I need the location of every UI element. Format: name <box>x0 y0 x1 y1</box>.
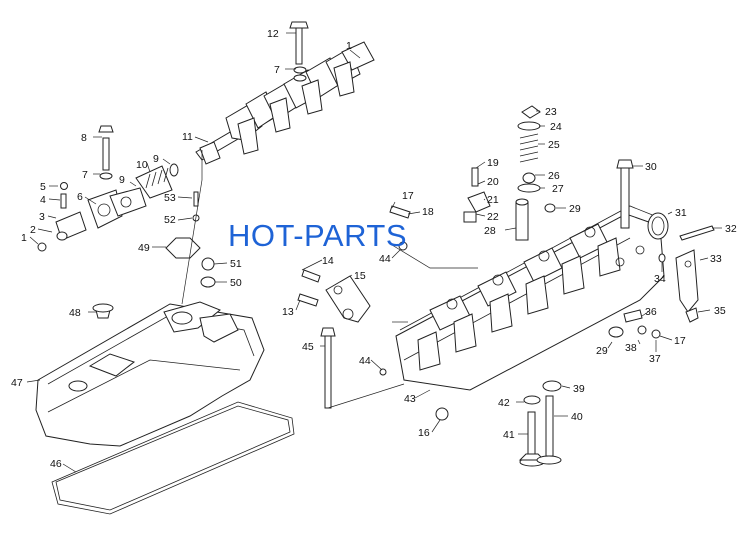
callout-35: 35 <box>714 305 726 317</box>
callout-42: 42 <box>498 397 510 409</box>
callout-9-upper: 9 <box>153 153 159 165</box>
callout-44-upper: 44 <box>379 253 391 265</box>
valve-spring-parts <box>389 105 556 251</box>
callout-18: 18 <box>422 206 434 218</box>
callout-17-left: 17 <box>402 190 414 202</box>
callout-9-lower: 9 <box>119 174 125 186</box>
callout-34: 34 <box>654 273 666 285</box>
valve-cover-gasket <box>51 401 295 515</box>
callout-2: 2 <box>30 224 36 236</box>
callout-37: 37 <box>649 353 661 365</box>
callout-13: 13 <box>282 306 294 318</box>
callout-4: 4 <box>40 194 46 206</box>
callout-33: 33 <box>710 253 722 265</box>
callout-36: 36 <box>645 306 657 318</box>
callout-49: 49 <box>138 242 150 254</box>
callout-6: 6 <box>77 191 83 203</box>
callout-12: 12 <box>267 28 279 40</box>
callout-47: 47 <box>11 377 23 389</box>
callout-19: 19 <box>487 157 499 169</box>
callout-15: 15 <box>354 270 366 282</box>
bolts-and-valves <box>297 269 562 467</box>
callout-21: 21 <box>487 194 499 206</box>
callout-3: 3 <box>39 211 45 223</box>
callout-29-bottom: 29 <box>596 345 608 357</box>
callout-24: 24 <box>550 121 562 133</box>
callout-8: 8 <box>81 132 87 144</box>
leader-lines <box>26 32 722 473</box>
callout-40: 40 <box>571 411 583 423</box>
callout-1-top: 1 <box>346 40 352 52</box>
callout-46: 46 <box>50 458 62 470</box>
callout-labels: 12 7 1 11 8 7 10 9 9 5 4 6 3 2 1 53 52 4… <box>11 28 737 470</box>
right-side-parts <box>608 159 715 339</box>
callout-45: 45 <box>302 341 314 353</box>
callout-28: 28 <box>484 225 496 237</box>
callout-48: 48 <box>69 307 81 319</box>
callout-5: 5 <box>40 181 46 193</box>
callout-31: 31 <box>675 207 687 219</box>
callout-7-left: 7 <box>82 169 88 181</box>
callout-22: 22 <box>487 211 499 223</box>
callout-11: 11 <box>182 131 193 143</box>
callout-20: 20 <box>487 176 499 188</box>
callout-25: 25 <box>548 139 560 151</box>
callout-38: 38 <box>625 342 637 354</box>
cylinder-head <box>395 205 665 391</box>
callout-27: 27 <box>552 183 564 195</box>
callout-30: 30 <box>645 161 657 173</box>
callout-26: 26 <box>548 170 560 182</box>
valve-cover <box>35 301 265 447</box>
callout-16: 16 <box>418 427 430 439</box>
callout-51: 51 <box>230 258 242 270</box>
callout-44-lower: 44 <box>359 355 371 367</box>
rocker-shaft-assembly <box>195 21 375 165</box>
callout-52: 52 <box>164 214 176 226</box>
callout-1-left: 1 <box>21 232 27 244</box>
callout-23: 23 <box>545 106 557 118</box>
callout-43: 43 <box>404 393 416 405</box>
callout-10: 10 <box>136 159 148 171</box>
callout-17-right: 17 <box>674 335 686 347</box>
callout-50: 50 <box>230 277 242 289</box>
callout-41: 41 <box>503 429 515 441</box>
callout-53: 53 <box>164 192 176 204</box>
watermark-text: HOT-PARTS <box>228 218 408 253</box>
callout-14: 14 <box>322 255 334 267</box>
callout-39: 39 <box>573 383 585 395</box>
callout-29-top: 29 <box>569 203 581 215</box>
left-rocker-parts <box>37 125 216 319</box>
callout-7-top: 7 <box>274 64 280 76</box>
callout-32: 32 <box>725 223 737 235</box>
